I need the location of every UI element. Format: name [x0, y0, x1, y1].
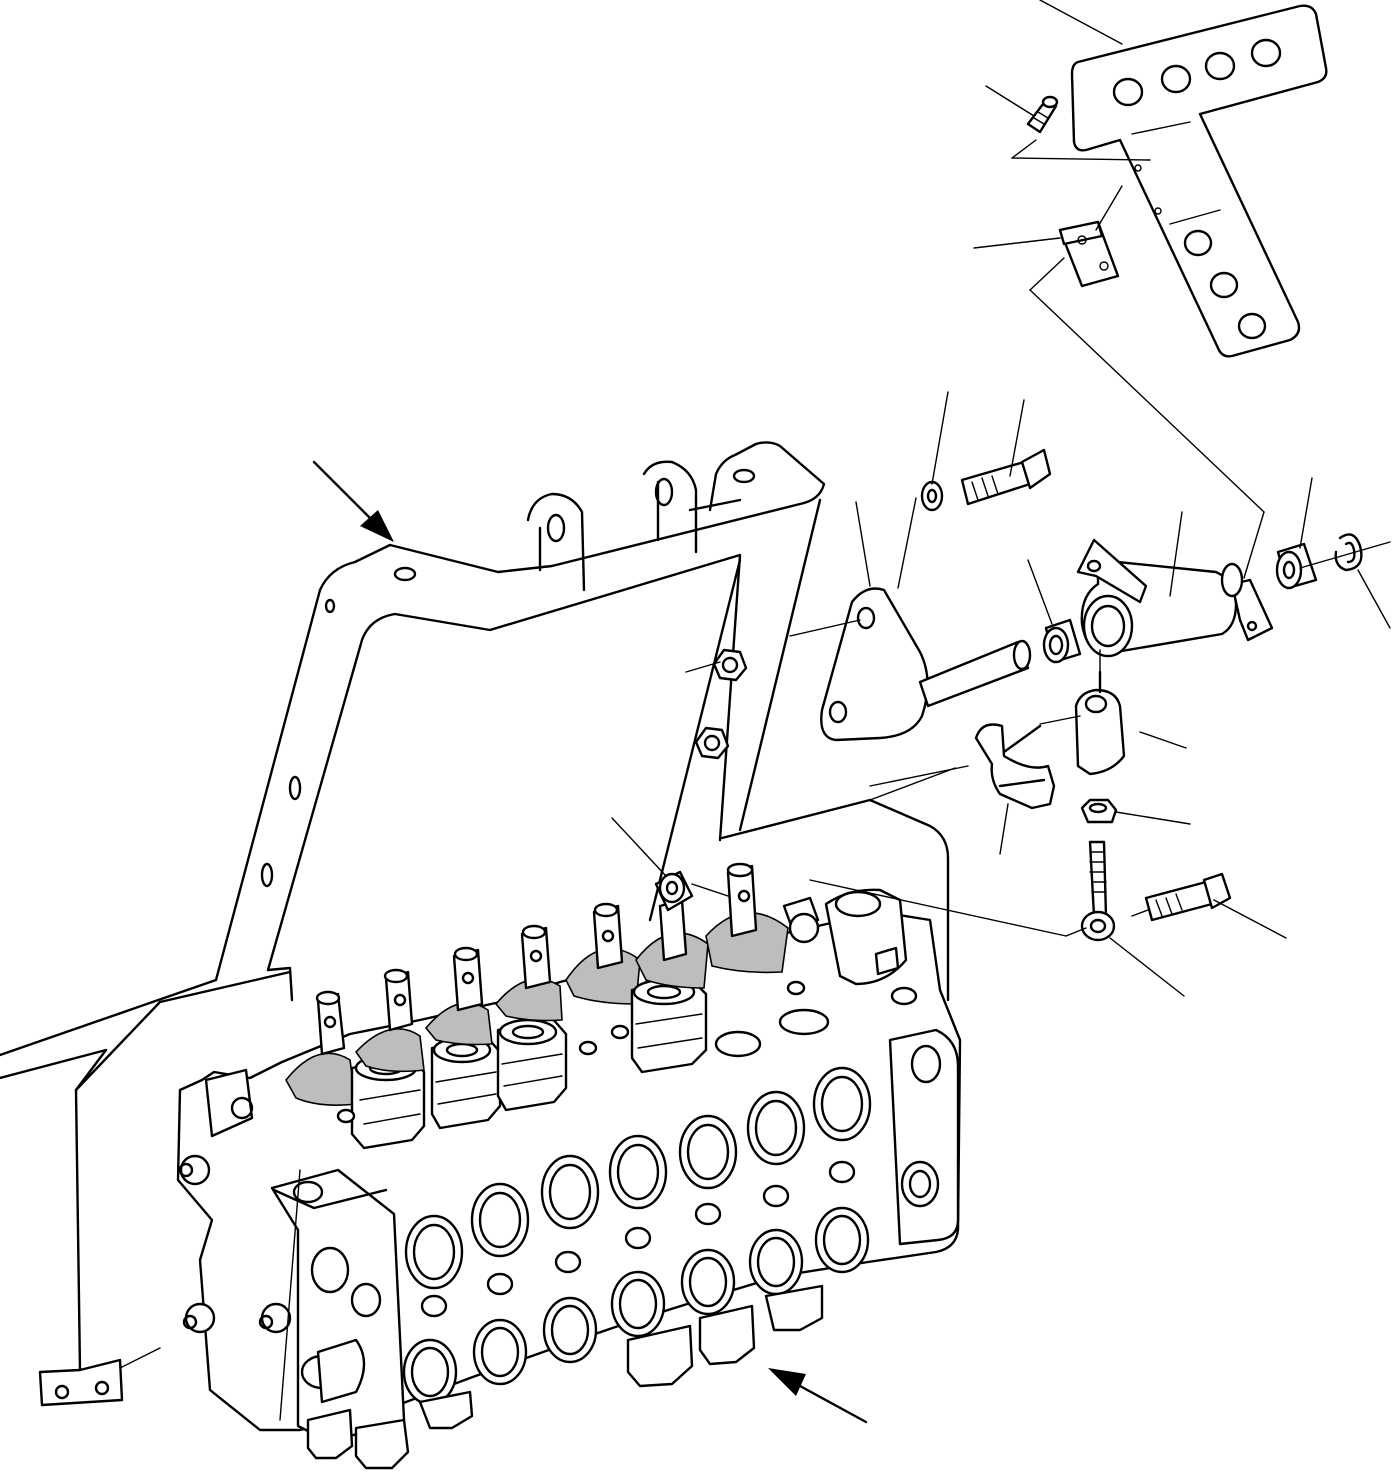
rod-end — [1080, 840, 1116, 942]
small-screw — [1026, 95, 1059, 134]
arrow-valve — [768, 1368, 868, 1424]
spacer-block — [1058, 220, 1120, 288]
pivot-housing — [1076, 538, 1274, 658]
lever-plate — [820, 587, 1032, 742]
hex-bolt-upper — [920, 448, 1052, 512]
jam-nut — [1080, 798, 1118, 824]
leader-lines — [611, 0, 1391, 997]
spring-clip — [974, 723, 1056, 810]
hex-bolt-lower — [1144, 872, 1232, 922]
control-valve — [176, 862, 962, 1470]
clevis-yoke — [1039, 670, 1126, 776]
l-shaped-plate — [1070, 4, 1328, 358]
right-bushing — [1275, 542, 1318, 590]
snap-ring — [1334, 533, 1363, 572]
frame-nuts — [694, 648, 748, 760]
mounting-frame — [0, 441, 956, 1407]
arrow-frame — [312, 460, 394, 542]
shaft-bushing — [1042, 618, 1082, 664]
lever-bushing — [654, 870, 694, 912]
